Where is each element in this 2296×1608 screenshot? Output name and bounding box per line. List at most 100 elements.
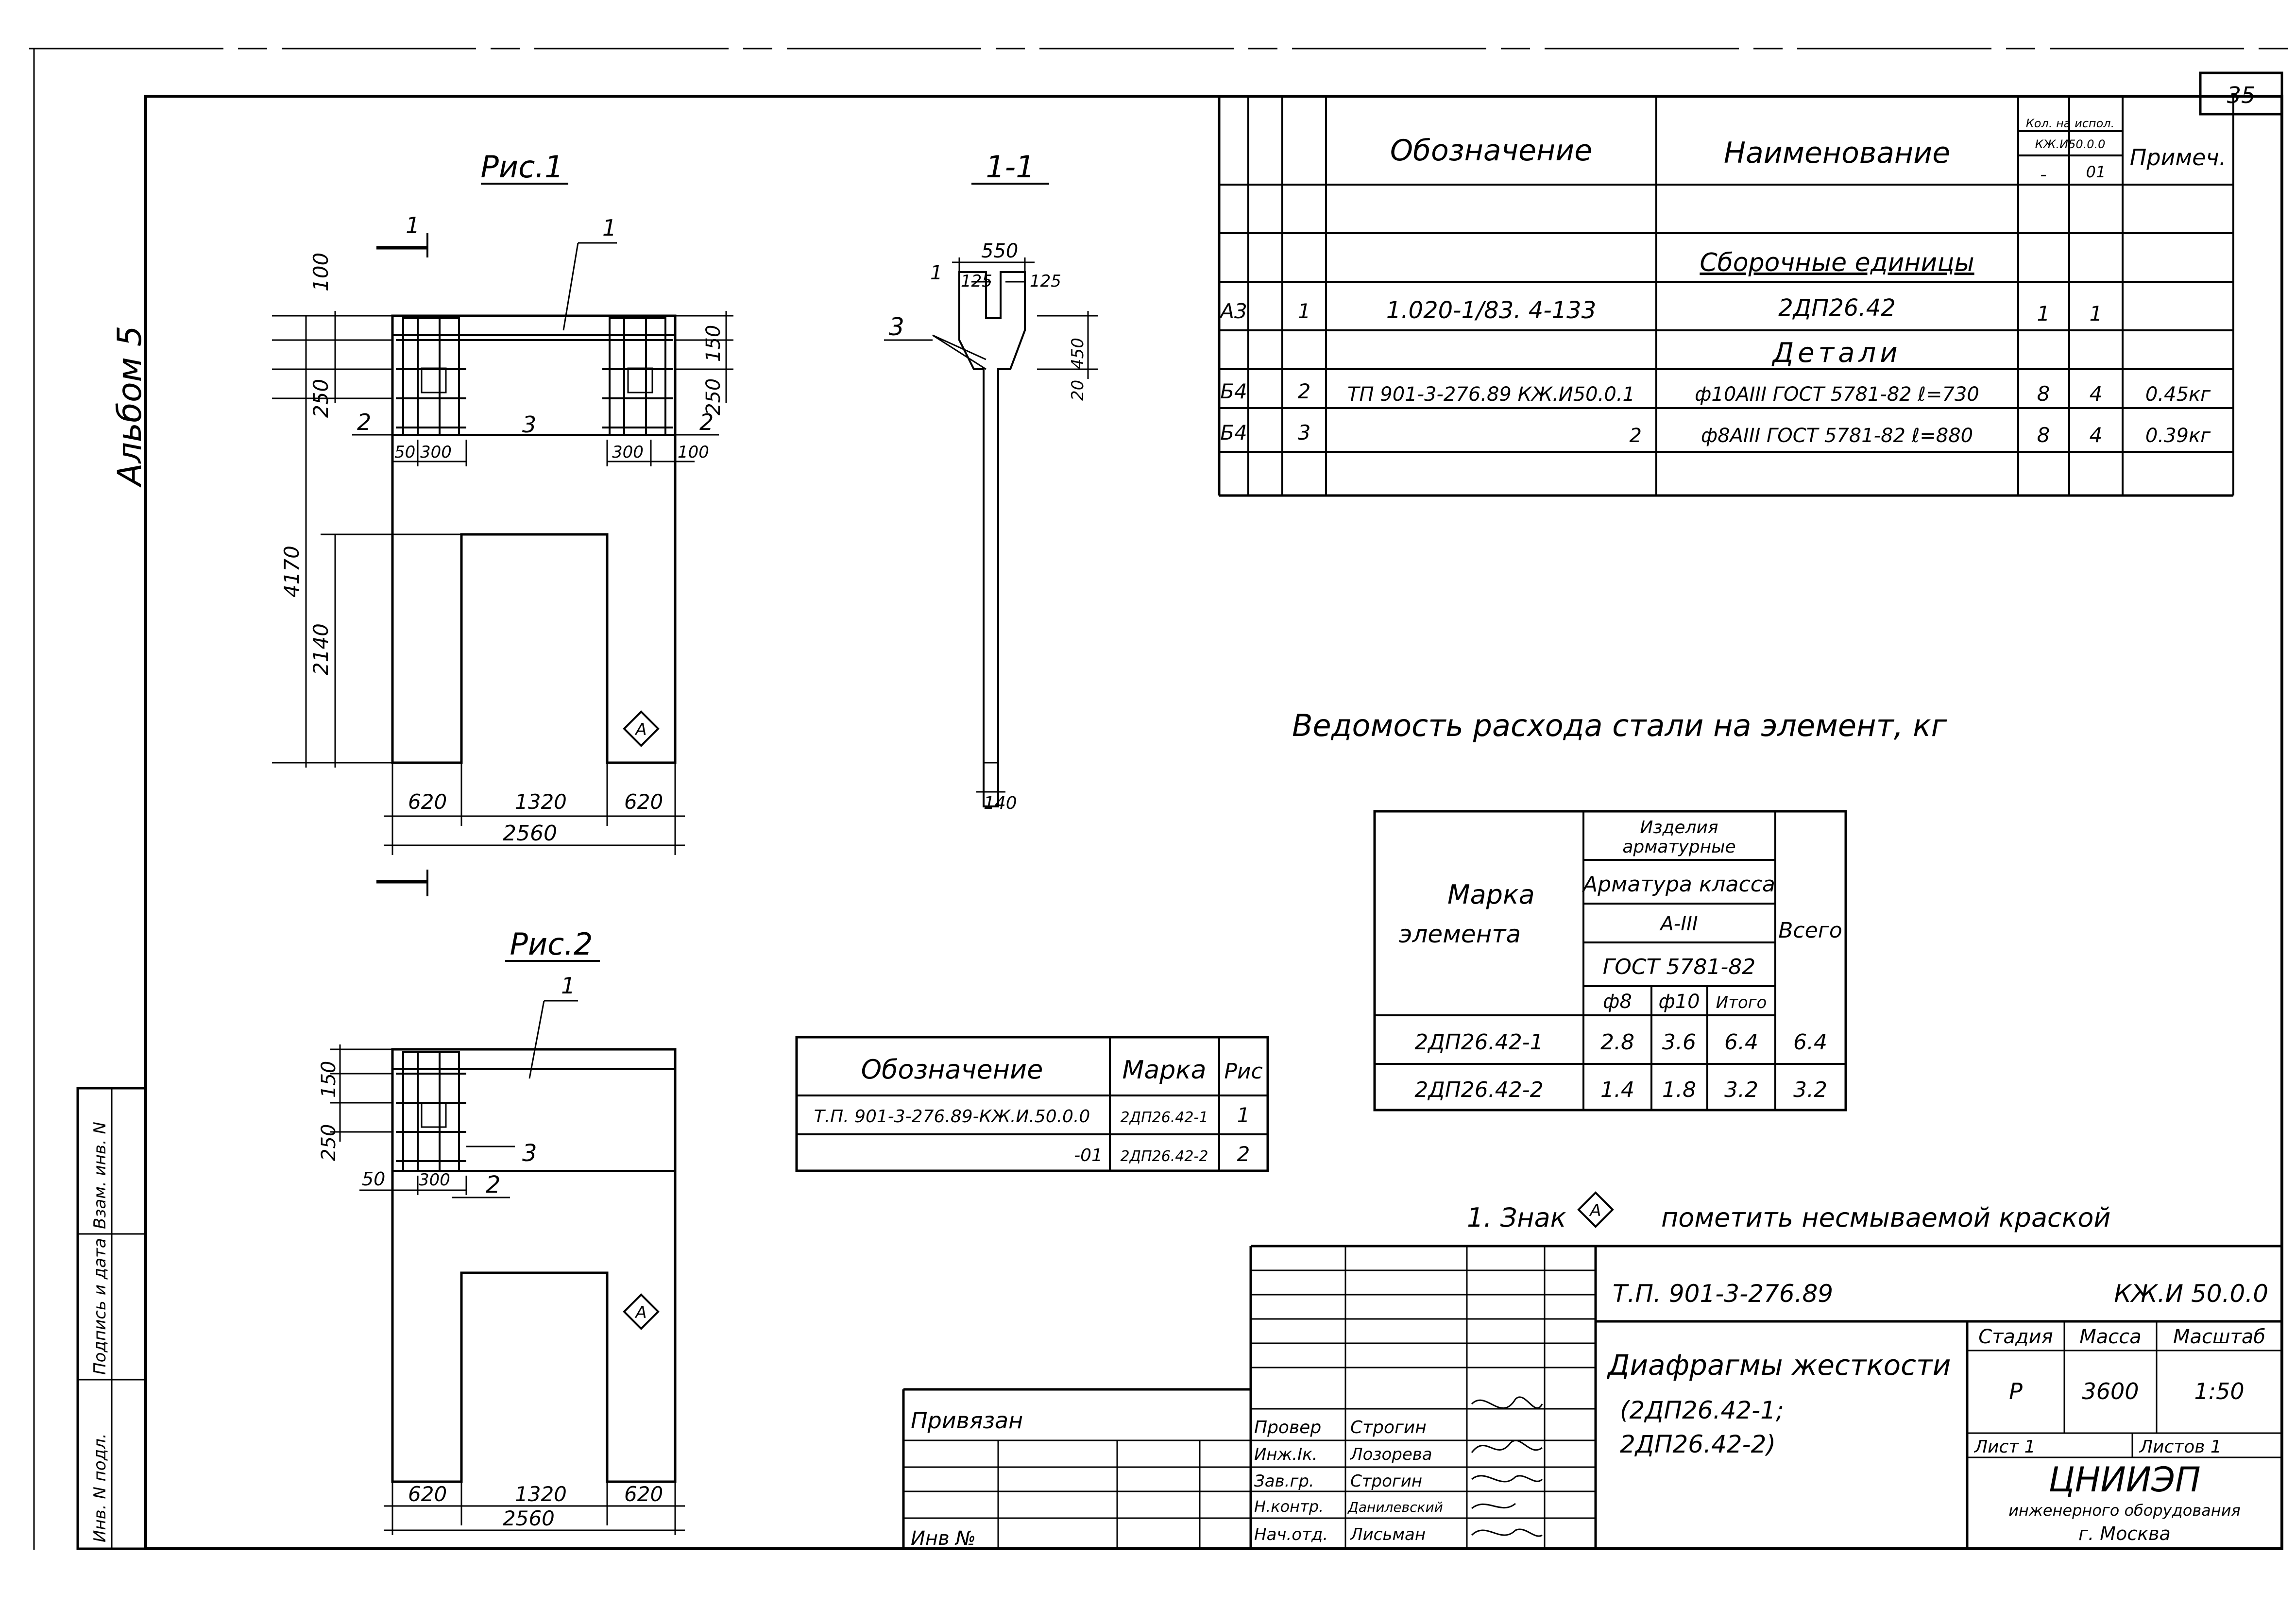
svg-text:2ДП26.42: 2ДП26.42 <box>1778 294 1896 322</box>
svg-text:4: 4 <box>2090 382 2103 406</box>
svg-text:г. Москва: г. Москва <box>2078 1523 2171 1544</box>
svg-text:2: 2 <box>357 409 371 435</box>
steel-title: Ведомость расхода стали на элемент, кг <box>1292 708 1947 743</box>
svg-text:Зав.гр.: Зав.гр. <box>1254 1471 1314 1491</box>
section-1-1: 1-1 550 125 125 450 20 140 1 3 <box>884 149 1098 813</box>
svg-text:250: 250 <box>318 1124 340 1161</box>
svg-text:3: 3 <box>1298 421 1311 445</box>
svg-text:Марка: Марка <box>1447 879 1535 910</box>
svg-text:Привязан: Привязан <box>911 1407 1023 1434</box>
spec-table: Обозначение Наименование Кол. на испол. … <box>1218 96 2234 497</box>
svg-text:100: 100 <box>309 253 333 291</box>
svg-text:Рис: Рис <box>1224 1059 1262 1084</box>
svg-text:Обозначение: Обозначение <box>1390 134 1592 168</box>
svg-text:450: 450 <box>1068 338 1088 369</box>
svg-text:6.4: 6.4 <box>1793 1030 1827 1055</box>
svg-text:Масса: Масса <box>2079 1326 2142 1348</box>
svg-text:125: 125 <box>961 272 992 291</box>
svg-text:Р: Р <box>2009 1378 2023 1404</box>
svg-text:125: 125 <box>1030 272 1061 291</box>
svg-text:Лист 1: Лист 1 <box>1973 1437 2036 1457</box>
figure1-title: Рис.1 <box>481 149 564 185</box>
svg-text:Лисьман: Лисьман <box>1349 1525 1426 1544</box>
svg-text:арматурные: арматурные <box>1622 837 1735 857</box>
svg-text:620: 620 <box>624 790 663 814</box>
svg-text:3.2: 3.2 <box>1724 1078 1758 1102</box>
svg-text:8: 8 <box>2037 382 2050 406</box>
panel-outline <box>391 314 677 764</box>
svg-text:3600: 3600 <box>2082 1378 2139 1404</box>
svg-text:140: 140 <box>984 793 1017 813</box>
svg-text:инженерного оборудования: инженерного оборудования <box>2008 1501 2241 1520</box>
svg-text:КЖ.И50.0.0: КЖ.И50.0.0 <box>2035 137 2106 151</box>
svg-text:3.2: 3.2 <box>1793 1078 1827 1102</box>
svg-text:0.45кг: 0.45кг <box>2145 383 2211 406</box>
svg-text:1.020-1/83. 4-133: 1.020-1/83. 4-133 <box>1386 297 1597 324</box>
svg-text:Листов 1: Листов 1 <box>2139 1437 2222 1457</box>
svg-text:150: 150 <box>702 325 725 362</box>
svg-text:620: 620 <box>408 790 447 814</box>
svg-text:КЖ.И 50.0.0: КЖ.И 50.0.0 <box>2114 1280 2268 1308</box>
svg-text:ф10: ф10 <box>1658 991 1700 1013</box>
svg-text:Диафрагмы жесткости: Диафрагмы жесткости <box>1606 1349 1951 1382</box>
svg-text:1. Знак: 1. Знак <box>1467 1202 1566 1233</box>
svg-text:Наименование: Наименование <box>1724 136 1950 170</box>
svg-text:550: 550 <box>981 240 1018 262</box>
svg-text:3: 3 <box>889 313 904 341</box>
side-stamp: Инв. N подл. Подпись и дата Взам. инв. N <box>76 1087 147 1550</box>
stamp-cell-inv: Инв. N подл. <box>90 1433 110 1542</box>
svg-text:Лозорева: Лозорева <box>1349 1445 1432 1464</box>
svg-text:пометить несмываемой краской: пометить несмываемой краской <box>1661 1202 2111 1233</box>
title-block: Т.П. 901-3-276.89 КЖ.И 50.0.0 Диафрагмы … <box>902 1245 2282 1550</box>
svg-text:Стадия: Стадия <box>1978 1326 2053 1348</box>
svg-text:1: 1 <box>2090 302 2103 325</box>
svg-text:01: 01 <box>2086 163 2106 181</box>
svg-text:Всего: Всего <box>1778 918 1842 943</box>
svg-text:2560: 2560 <box>503 821 557 846</box>
svg-text:3: 3 <box>522 1140 537 1167</box>
svg-text:Б4: Б4 <box>1220 421 1247 445</box>
cage-left <box>402 317 460 436</box>
svg-text:50: 50 <box>394 443 415 462</box>
svg-text:Обозначение: Обозначение <box>861 1054 1043 1085</box>
svg-text:1320: 1320 <box>515 790 567 814</box>
figure2-title: Рис.2 <box>510 926 593 962</box>
svg-text:ТП 901-3-276.89 КЖ.И50.0.1: ТП 901-3-276.89 КЖ.И50.0.1 <box>1347 383 1635 406</box>
svg-text:ф8: ф8 <box>1603 991 1632 1013</box>
svg-text:50: 50 <box>362 1168 385 1190</box>
svg-text:Н.контр.: Н.контр. <box>1254 1497 1324 1516</box>
svg-text:А: А <box>1589 1201 1601 1220</box>
svg-text:1: 1 <box>930 262 942 284</box>
svg-text:Сборочные единицы: Сборочные единицы <box>1700 248 1974 277</box>
svg-text:300: 300 <box>612 443 644 462</box>
stamp-cell-sign: Подпись и дата <box>90 1238 110 1375</box>
svg-text:2: 2 <box>486 1171 501 1198</box>
svg-text:Инж.Iк.: Инж.Iк. <box>1254 1445 1317 1464</box>
svg-text:2560: 2560 <box>503 1506 555 1530</box>
svg-text:2: 2 <box>1630 425 1642 447</box>
svg-text:2: 2 <box>699 409 714 435</box>
figure1-mark: А <box>634 720 646 739</box>
svg-text:4170: 4170 <box>280 546 304 598</box>
stamp-cell-replace: Взам. инв. N <box>90 1122 110 1229</box>
svg-text:Строгин: Строгин <box>1350 1418 1427 1437</box>
svg-text:2ДП26.42-2: 2ДП26.42-2 <box>1121 1148 1208 1165</box>
svg-text:6.4: 6.4 <box>1724 1030 1758 1055</box>
svg-text:2ДП26.42-1: 2ДП26.42-1 <box>1121 1109 1208 1126</box>
album-label: Альбом 5 <box>111 325 149 488</box>
svg-text:Марка: Марка <box>1122 1056 1206 1085</box>
mark-table: Обозначение Марка Рис Т.П. 901-3-276.89-… <box>795 1036 1269 1172</box>
svg-text:2ДП26.42-2: 2ДП26.42-2 <box>1414 1078 1543 1102</box>
svg-text:1:50: 1:50 <box>2194 1378 2244 1404</box>
figure1-leader-1: 1 <box>602 215 616 241</box>
svg-text:(2ДП26.42-1;: (2ДП26.42-1; <box>1620 1396 1784 1424</box>
svg-text:2: 2 <box>1298 379 1311 403</box>
svg-text:Строгин: Строгин <box>1350 1471 1422 1491</box>
note: 1. Знак А пометить несмываемой краской <box>1467 1191 2111 1233</box>
svg-text:Т.П. 901-3-276.89-КЖ.И.50.0.0: Т.П. 901-3-276.89-КЖ.И.50.0.0 <box>814 1107 1090 1127</box>
svg-text:Детали: Детали <box>1771 337 1901 369</box>
svg-text:Арматура класса: Арматура класса <box>1582 872 1775 897</box>
svg-text:Итого: Итого <box>1716 993 1767 1012</box>
svg-text:3.6: 3.6 <box>1662 1030 1696 1055</box>
svg-text:-01: -01 <box>1074 1146 1103 1165</box>
